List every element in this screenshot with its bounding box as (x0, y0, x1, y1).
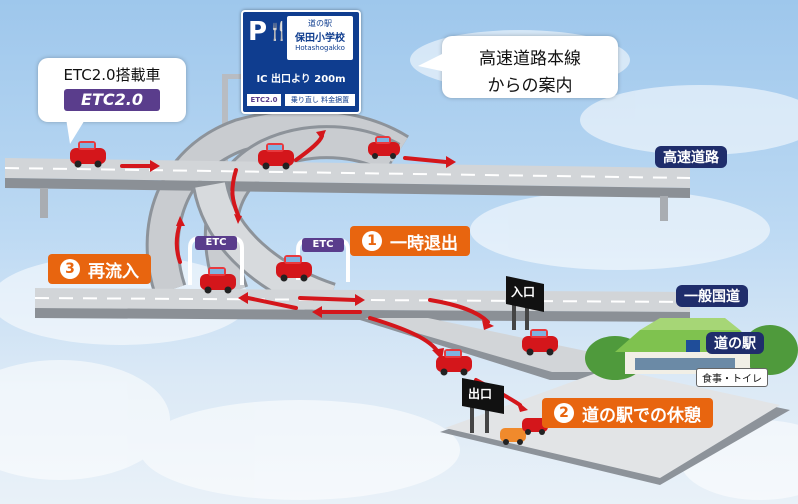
step-2-rest-at-station: 2 道の駅での休憩 (542, 398, 713, 428)
step-3-number: 3 (60, 259, 80, 279)
step-2-number: 2 (554, 403, 574, 423)
sign-etc-tag: ETC2.0 (247, 94, 281, 106)
parking-glyph: P (248, 18, 267, 46)
mainline-guide-callout: 高速道路本線 からの案内 (442, 36, 618, 98)
etc-callout-title: ETC2.0搭載車 (38, 64, 186, 85)
label-expressway: 高速道路 (655, 146, 727, 168)
step-2-text: 道の駅での休憩 (582, 401, 701, 426)
general-road (35, 288, 690, 322)
entrance-sign: 入口 (511, 283, 535, 300)
step-1-temporary-exit: 1 一時退出 (350, 226, 470, 256)
etc-callout-tail (62, 118, 92, 146)
gate-left-label: ETC (199, 237, 233, 248)
guide-callout-tail (418, 52, 448, 76)
label-roadside-station: 道の駅 (706, 332, 764, 354)
label-general-road: 一般国道 (676, 285, 748, 307)
etc20-logo: ETC2.0 (64, 89, 160, 111)
station-small-label: 道の駅 (287, 18, 353, 29)
station-name-panel: 道の駅 保田小学校 Hotashogakko (287, 16, 353, 60)
station-roman-label: Hotashogakko (287, 44, 353, 52)
step-3-re-entry: 3 再流入 (48, 254, 151, 284)
station-name-label: 保田小学校 (287, 29, 353, 44)
gate-right-label: ETC (306, 239, 340, 250)
exit-distance: IC 出口より 200m (247, 70, 355, 85)
etc-vehicle-callout: ETC2.0搭載車 ETC2.0 (38, 58, 186, 122)
label-restroom: 食事・トイレ (696, 368, 768, 387)
sign-note: 乗り直し 料金据置 (285, 94, 355, 106)
car (522, 329, 558, 356)
step-3-text: 再流入 (88, 257, 139, 282)
step-1-number: 1 (362, 231, 382, 251)
exit-sign: 出口 (468, 385, 492, 402)
guide-sign: P 🍴 道の駅 保田小学校 Hotashogakko IC 出口より 200m … (241, 10, 361, 114)
guide-callout-line2: からの案内 (442, 71, 618, 96)
guide-callout-line1: 高速道路本線 (442, 44, 618, 69)
step-1-text: 一時退出 (390, 229, 458, 254)
